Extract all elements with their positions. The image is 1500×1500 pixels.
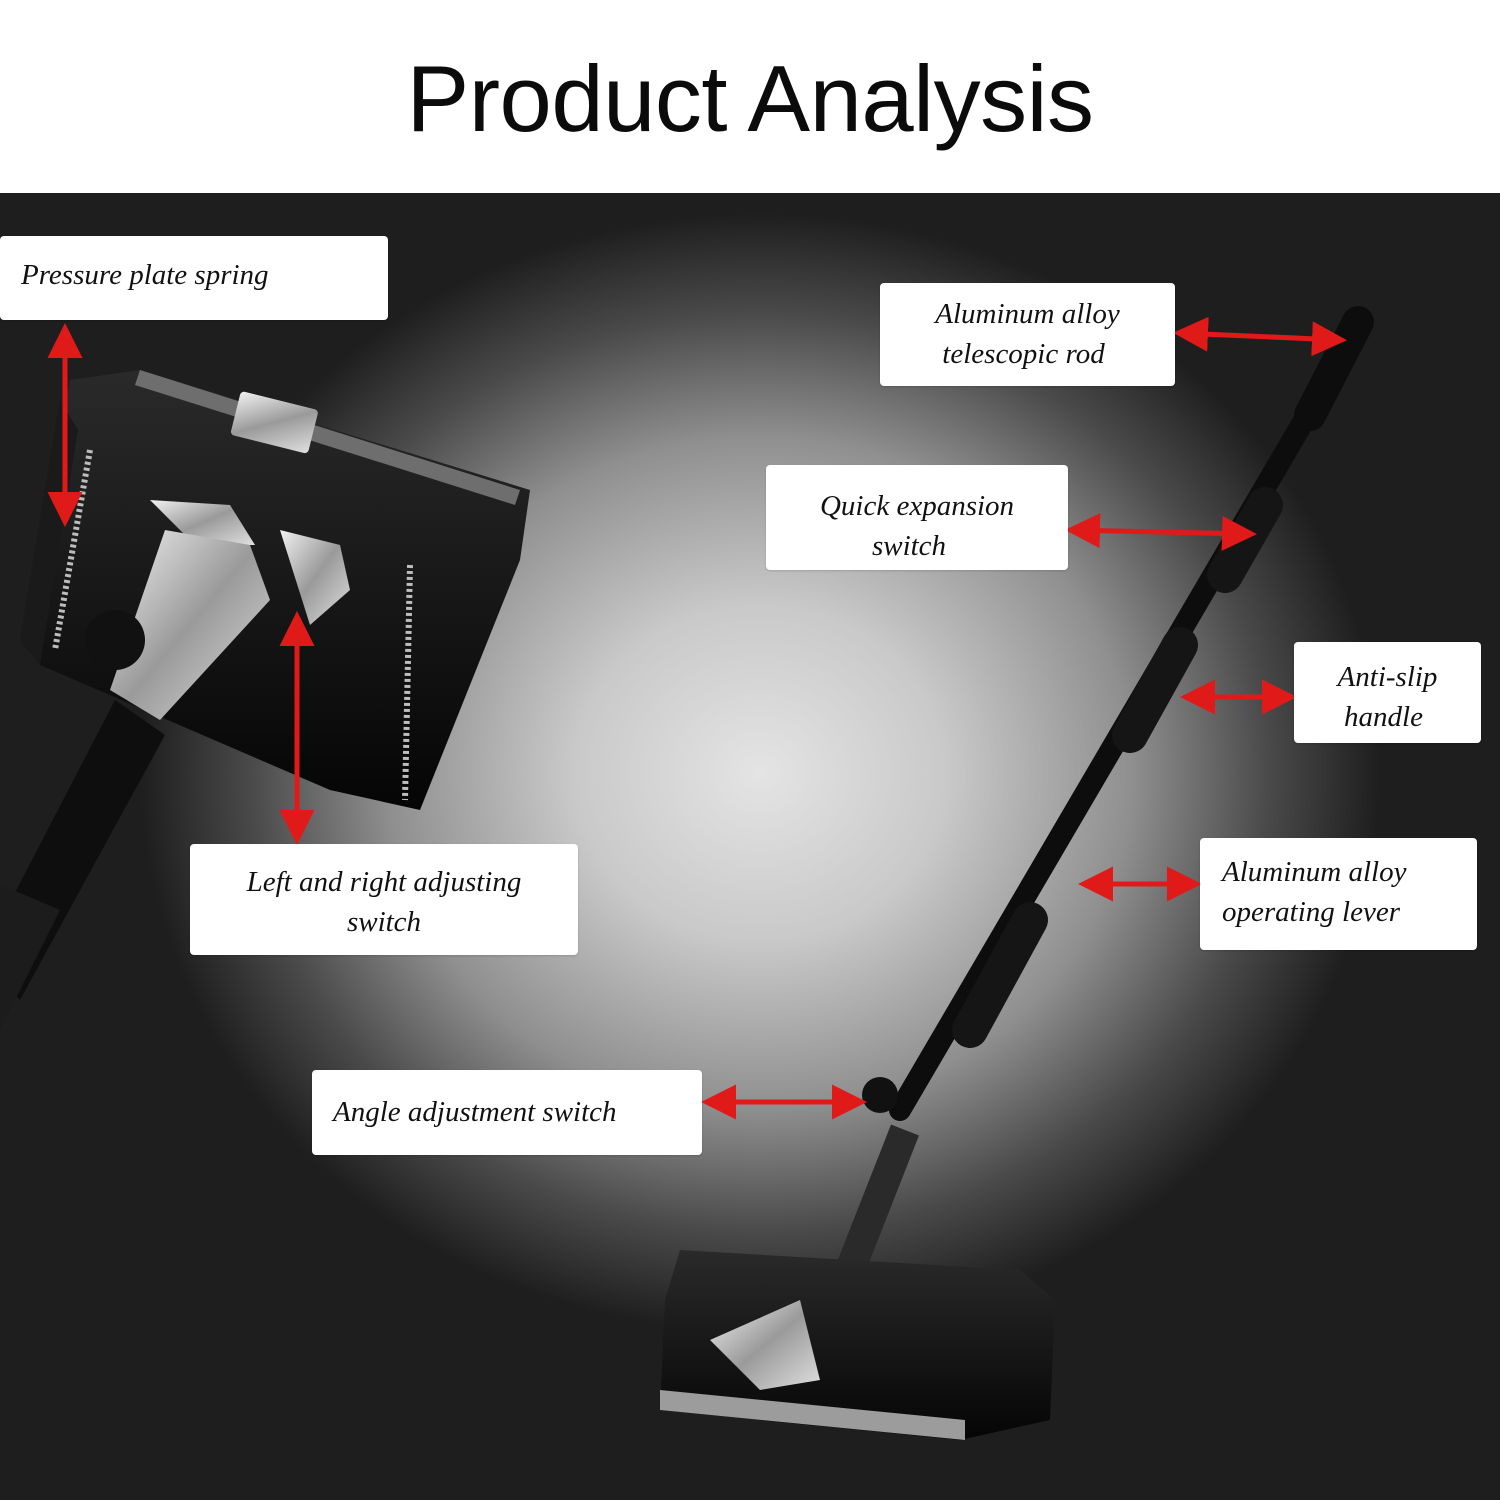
label-line-2: switch [871, 530, 947, 562]
arrow-quick-expansion [1065, 513, 1257, 551]
label-angle-adjustment: Angle adjustment switch [312, 1070, 702, 1155]
header: Product Analysis [0, 0, 1500, 193]
full-tool-pole [836, 306, 1374, 1276]
label-text: Pressure plate spring [21, 259, 269, 291]
label-line-2: switch [346, 906, 422, 938]
label-telescopic-rod: Aluminum alloy telescopic rod [880, 283, 1175, 386]
full-tool-head [660, 1250, 1055, 1440]
closeup-tool-head [20, 370, 530, 810]
label-anti-slip: Anti-slip handle [1294, 642, 1481, 743]
label-line-1: Aluminum alloy [1222, 856, 1407, 888]
label-pressure-plate-spring: Pressure plate spring [0, 236, 388, 320]
callout-arrows [47, 316, 1347, 1120]
label-quick-expansion: Quick expansion switch [766, 465, 1068, 570]
label-line-1: Left and right adjusting [246, 866, 522, 898]
label-line-2: operating lever [1222, 896, 1400, 928]
product-illustration [0, 306, 1374, 1440]
closeup-pole [0, 700, 165, 1030]
label-line-2: handle [1344, 701, 1423, 733]
label-line-1: Aluminum alloy [935, 298, 1120, 330]
label-line-1: Quick expansion [819, 490, 1015, 522]
page-title: Product Analysis [406, 46, 1094, 151]
arrow-telescopic-rod [1173, 316, 1347, 357]
label-operating-lever: Aluminum alloy operating lever [1200, 838, 1477, 950]
label-text: Angle adjustment switch [333, 1096, 617, 1128]
label-line-2: telescopic rod [942, 338, 1105, 370]
label-left-right-adjusting: Left and right adjusting switch [190, 844, 578, 955]
label-line-1: Anti-slip [1337, 661, 1438, 693]
